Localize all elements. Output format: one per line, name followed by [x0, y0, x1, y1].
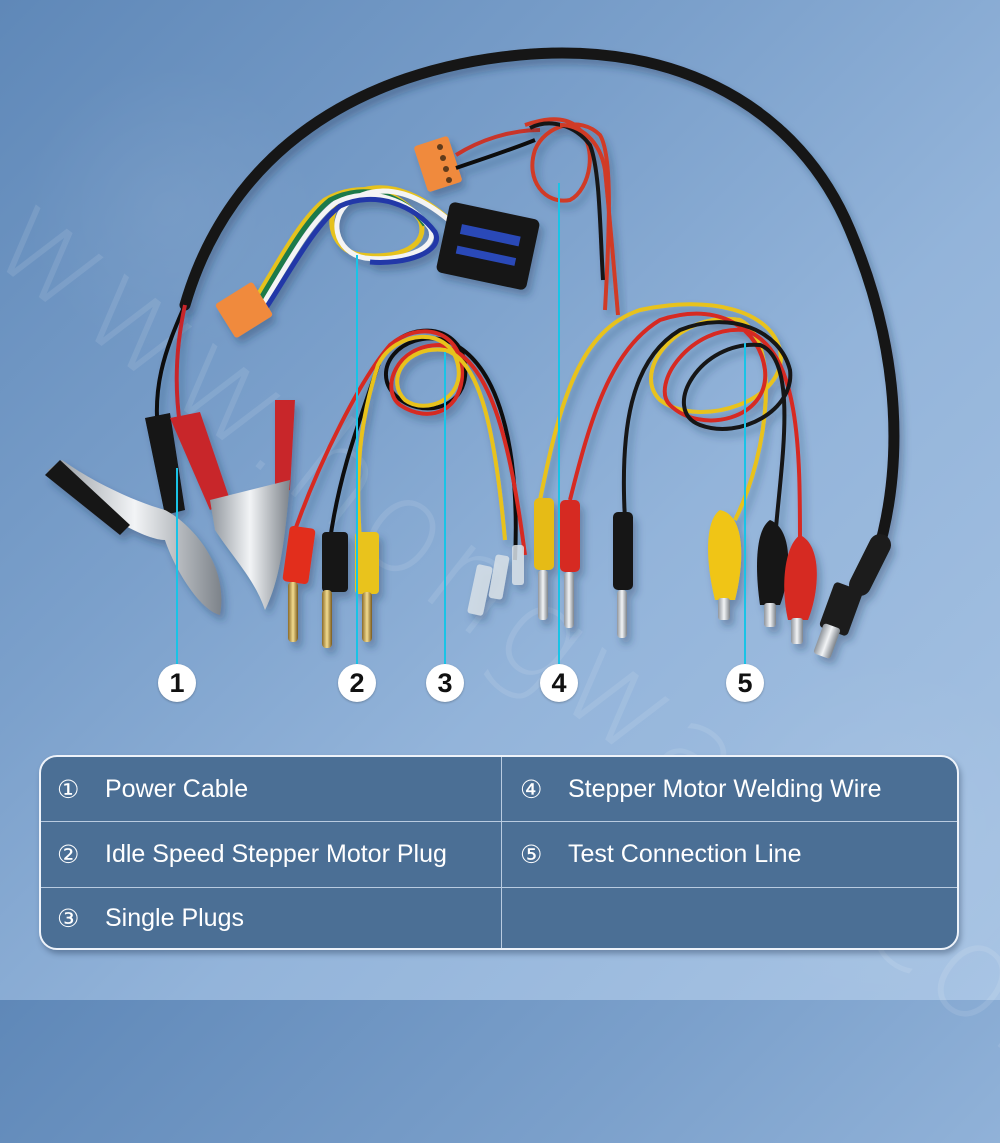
legend-label: Stepper Motor Welding Wire [568, 774, 882, 803]
legend-marker: ① [57, 774, 80, 804]
legend-item-idle-speed-stepper-motor-plug: ② Idle Speed Stepper Motor Plug [41, 822, 501, 888]
background-swirl [20, 60, 320, 360]
legend-marker: ⑤ [520, 840, 543, 869]
callout-1: 1 [158, 664, 196, 702]
callout-4: 4 [540, 664, 578, 702]
legend-table: ① Power Cable ④ Stepper Motor Welding Wi… [39, 755, 959, 950]
legend-label: Idle Speed Stepper Motor Plug [105, 840, 447, 868]
product-photo [45, 47, 900, 659]
stepper-motor-welding-wire [524, 117, 620, 316]
leader-line-1 [176, 468, 178, 664]
legend-marker: ② [57, 840, 80, 869]
power-cable-main [179, 47, 900, 659]
test-connection-line [534, 302, 817, 644]
callout-5: 5 [726, 664, 764, 702]
legend-label: Single Plugs [105, 903, 244, 932]
single-plugs [282, 328, 527, 648]
leader-line-4 [558, 183, 560, 665]
legend-item-power-cable: ① Power Cable [41, 757, 501, 822]
legend-label: Test Connection Line [568, 840, 802, 868]
legend-empty-cell [501, 888, 957, 948]
leader-line-2 [356, 255, 358, 665]
legend-label: Power Cable [105, 774, 249, 803]
idle-speed-motor-plug [215, 128, 541, 338]
legend-marker: ③ [57, 903, 80, 933]
leader-line-3 [444, 352, 446, 665]
legend-item-single-plugs: ③ Single Plugs [41, 888, 501, 948]
power-cable-leads [45, 304, 295, 615]
leader-line-5 [744, 343, 746, 665]
callout-3: 3 [426, 664, 464, 702]
legend-item-stepper-motor-welding-wire: ④ Stepper Motor Welding Wire [501, 757, 957, 822]
callout-2: 2 [338, 664, 376, 702]
legend-marker: ④ [520, 774, 543, 804]
legend-item-test-connection-line: ⑤ Test Connection Line [501, 822, 957, 888]
